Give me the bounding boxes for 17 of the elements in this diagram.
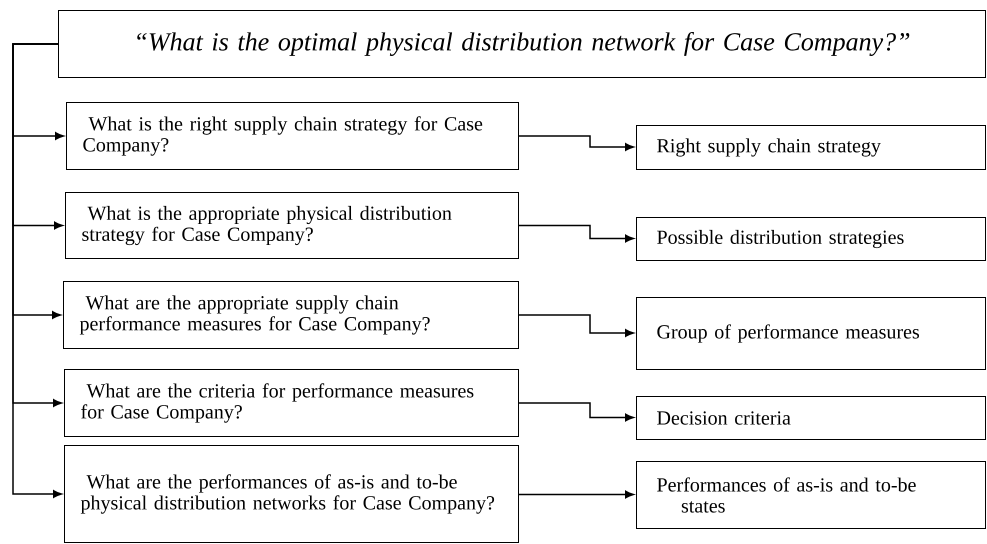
result-box: Performances of as-is and to-be states [636, 461, 986, 529]
question-box: What are the performances of as-is and to-be physical distribution networks for Case Company? [64, 445, 519, 543]
arrow [519, 402, 634, 422]
result-box: Right supply chain strategy [636, 125, 986, 170]
result-box: Possible distribution strategies [636, 217, 986, 261]
result-box: Decision criteria [636, 396, 986, 440]
question-box: What are the criteria for performance measures for Case Company? [64, 369, 519, 437]
question-box: What are the appropriate supply chain performance measures for Case Company? [63, 281, 519, 349]
arrow [12, 43, 62, 498]
arrow [519, 224, 634, 242]
question-box: What is the appropriate physical distribution strategy for Case Company? [65, 192, 519, 259]
arrow [519, 314, 634, 337]
question-box: What is the right supply chain strategy for Case Company? [66, 102, 519, 170]
arrow [519, 135, 634, 151]
arrow [519, 490, 634, 498]
result-box: Group of performance measures [636, 297, 986, 370]
question-box: “What is the optimal physical distribution network for Case Company?” [58, 10, 986, 78]
